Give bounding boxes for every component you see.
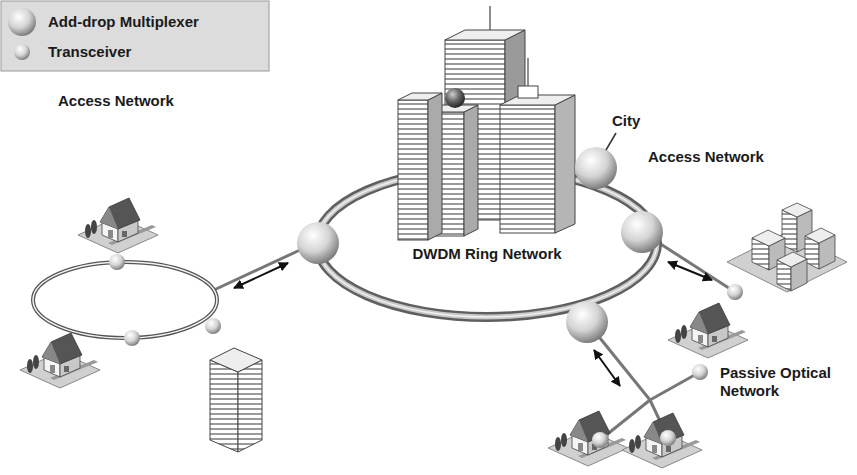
legend-text: Transceiver (48, 43, 131, 61)
network-label: City (612, 112, 640, 130)
legend-swatch (6, 7, 38, 37)
ring-outline (312, 164, 662, 322)
legend-row: Transceiver (6, 37, 131, 67)
network-name: DWDM Ring Network (312, 245, 662, 263)
legend-swatch (6, 37, 38, 67)
legend-row: Add-drop Multiplexer (6, 7, 199, 37)
network-label: Passive Optical Network (720, 364, 840, 400)
network-label: Access Network (648, 148, 764, 166)
legend-text: Add-drop Multiplexer (48, 13, 199, 31)
network-label: Access Network (58, 92, 174, 110)
ring-network: DWDM Ring Network (312, 164, 662, 322)
